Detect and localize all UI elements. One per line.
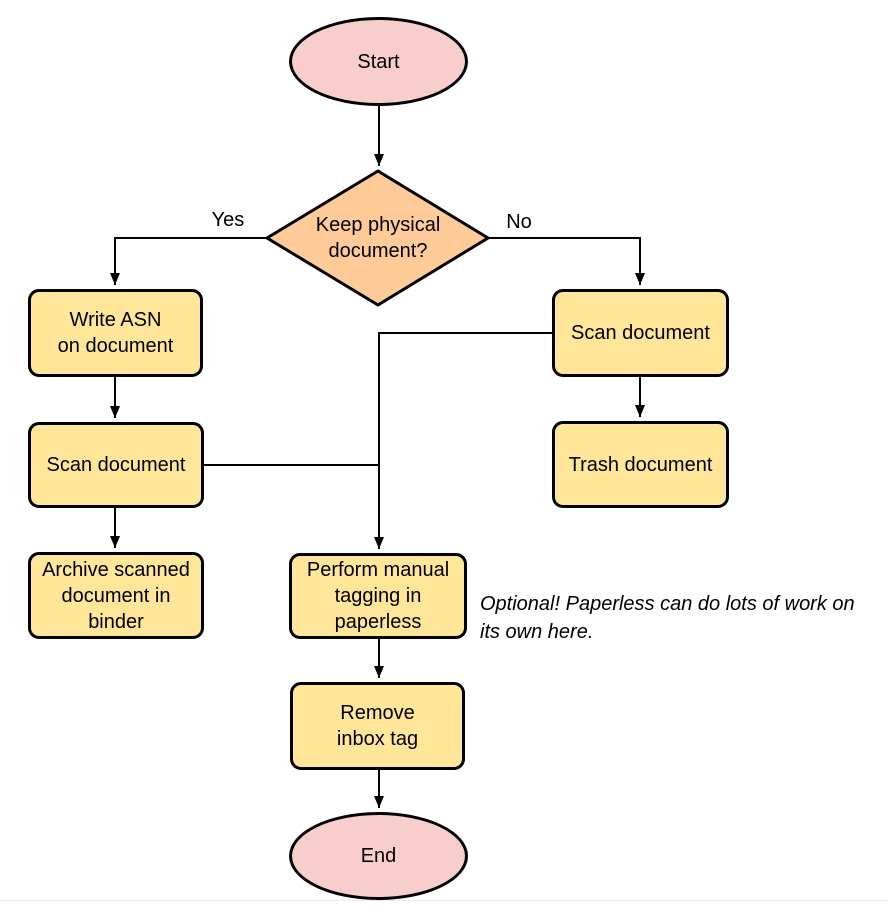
- node-manual-tagging-label: Perform manual tagging in paperless: [306, 559, 450, 633]
- page-bottom-border: [0, 900, 888, 901]
- decision-diamond-shape: [264, 169, 491, 307]
- node-trash-document: Trash document: [552, 421, 729, 508]
- node-end: End: [289, 812, 468, 900]
- node-archive-binder: Archive scanned document in binder: [28, 552, 204, 639]
- node-manual-tagging: Perform manual tagging in paperless: [289, 553, 467, 639]
- edge-label-yes: Yes: [211, 209, 245, 231]
- node-start: Start: [289, 17, 468, 106]
- node-end-label: End: [360, 845, 397, 867]
- node-archive-binder-label: Archive scanned document in binder: [42, 558, 190, 633]
- node-start-label: Start: [357, 50, 400, 73]
- optional-note: Optional! Paperless can do lots of work …: [480, 593, 855, 643]
- node-decision: Keep physical document?: [283, 203, 473, 273]
- node-scan-document-left: Scan document: [28, 422, 204, 508]
- node-remove-inbox-tag: Remove inbox tag: [290, 682, 465, 770]
- node-write-asn-label: Write ASN on document: [57, 309, 174, 357]
- edge-label-no: No: [506, 211, 532, 233]
- edge-decision-no-to-scan-document: [489, 237, 645, 285]
- node-decision-label: Keep physical document?: [315, 214, 441, 262]
- node-scan-document-left-label: Scan document: [46, 454, 186, 476]
- node-scan-document-right: Scan document: [552, 289, 729, 377]
- edge-scan-right-to-tagging: [374, 332, 552, 549]
- node-scan-document-right-label: Scan document: [571, 322, 710, 344]
- edge-decision-yes-to-write-asn: [110, 237, 266, 285]
- node-trash-document-label: Trash document: [568, 453, 713, 476]
- node-remove-inbox-tag-label: Remove inbox tag: [336, 702, 419, 750]
- node-write-asn: Write ASN on document: [28, 289, 203, 377]
